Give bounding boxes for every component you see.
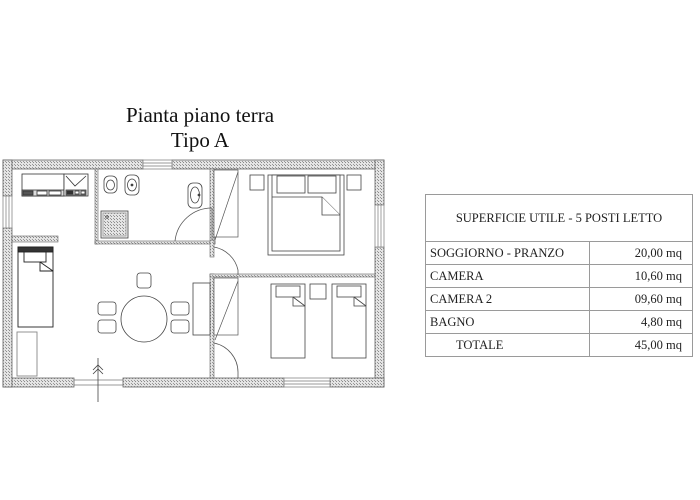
entrance-arrow-icon: [92, 358, 104, 402]
row-label: BAGNO: [425, 310, 590, 334]
row-value: 09,60 mq: [589, 287, 693, 311]
dining-set: [97, 272, 211, 343]
bathroom-door: [174, 207, 213, 242]
windows: [2, 159, 385, 388]
sofa-bed: [16, 246, 54, 377]
twin-beds: [270, 283, 367, 359]
wardrobes: [213, 169, 239, 341]
table-row: CAMERA 2 09,60 mq: [425, 287, 693, 311]
table-total-row: TOTALE 45,00 mq: [425, 333, 693, 357]
kitchen-counter: [21, 173, 89, 197]
table-row: CAMERA 10,60 mq: [425, 264, 693, 288]
double-bed: [249, 174, 362, 256]
table-header: SUPERFICIE UTILE - 5 POSTI LETTO: [425, 194, 693, 242]
bathroom-fixtures: [100, 174, 203, 239]
row-value: 10,60 mq: [589, 264, 693, 288]
bedroom-doors: [213, 246, 239, 378]
row-label: CAMERA: [425, 264, 590, 288]
exterior-walls: [2, 159, 385, 388]
row-label: SOGGIORNO - PRANZO: [425, 241, 590, 265]
plan-subtitle: Tipo A: [170, 128, 230, 152]
row-value: 4,80 mq: [589, 310, 693, 334]
plan-title: Pianta piano terra: [125, 103, 275, 127]
row-value: 20,00 mq: [589, 241, 693, 265]
row-label: CAMERA 2: [425, 287, 590, 311]
total-value: 45,00 mq: [589, 333, 693, 357]
table-row: SOGGIORNO - PRANZO 20,00 mq: [425, 241, 693, 265]
table-row: BAGNO 4,80 mq: [425, 310, 693, 334]
total-label: TOTALE: [425, 333, 590, 357]
surface-area-table: SUPERFICIE UTILE - 5 POSTI LETTO SOGGIOR…: [425, 194, 693, 357]
